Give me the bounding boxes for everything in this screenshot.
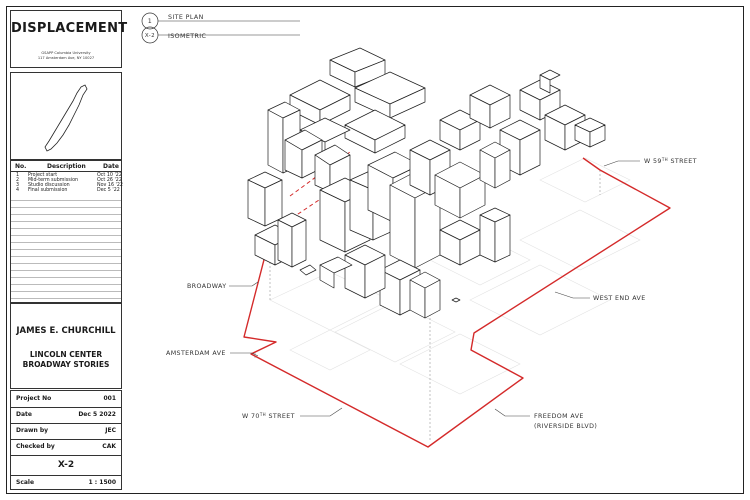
view-marker-site-plan: 1 SITE PLAN (141, 12, 300, 30)
rev-col-no: No. (15, 163, 27, 170)
rev-no: 4 (16, 188, 20, 193)
info-value: 001 (103, 395, 116, 402)
rev-no: 2 (16, 178, 20, 183)
rev-description: Mid-term submission (28, 178, 79, 183)
sheet-frame (6, 6, 744, 494)
info-key: Date (16, 411, 32, 418)
info-value: CAK (102, 443, 116, 450)
info-row-date: Date Dec 5 2022 (11, 407, 121, 424)
revision-row: 3 Studio discussion Nov 16 '22 (11, 183, 123, 188)
address-line-2: 117 Amsterdam Ave, NY 10027 (37, 56, 95, 60)
marker-id: X-2 (145, 33, 155, 39)
rev-description: Final submission (28, 188, 68, 193)
author-name: JAMES E. CHURCHILL (16, 326, 116, 336)
info-key: Project No (16, 395, 52, 402)
revision-table: No. Description Date 1 Project start Oct… (10, 160, 123, 313)
rev-description: Studio discussion (28, 183, 70, 188)
rev-date: Nov 16 '22 (97, 183, 123, 188)
label-amsterdam-ave: AMSTERDAM AVE (166, 350, 226, 357)
address-line-1: GSAPP Columbia University (41, 51, 91, 55)
building-massing (247, 47, 606, 319)
revision-row: 4 Final submission Dec 5 '22 (11, 188, 121, 193)
rev-no: 3 (16, 183, 20, 188)
rev-date: Oct 10 '22 (97, 173, 122, 178)
label-w70th-street: W 70TH STREET (242, 412, 295, 420)
info-value: Dec 5 2022 (78, 411, 116, 418)
info-row-checked-by: Checked by CAK (11, 439, 121, 456)
revision-row: 2 Mid-term submission Oct 26 '22 (11, 178, 122, 183)
rev-col-date: Date (103, 163, 119, 170)
rev-no: 1 (16, 173, 20, 178)
rev-description: Project start (28, 173, 58, 178)
project-subtitle-1: LINCOLN CENTER (29, 350, 103, 359)
rev-date: Oct 26 '22 (97, 178, 122, 183)
view-marker-isometric: X-2 ISOMETRIC (141, 26, 300, 44)
revision-row: 1 Project start Oct 10 '22 (11, 173, 122, 178)
revision-header: No. Description Date (11, 161, 121, 172)
label-riverside-blvd: (RIVERSIDE BLVD) (534, 423, 597, 430)
rev-date: Dec 5 '22 (97, 188, 120, 193)
rev-col-description: Description (47, 163, 86, 170)
marker-label: ISOMETRIC (168, 33, 207, 40)
site-boundary (243, 157, 671, 448)
project-title: DISPLACEMENT (11, 21, 128, 36)
key-map-box (10, 72, 122, 160)
label-w59th-street: W 59TH STREET (644, 157, 697, 165)
project-info-box: Project No 001 Date Dec 5 2022 Drawn by … (10, 390, 122, 490)
marker-label: SITE PLAN (168, 14, 204, 21)
project-title-box: DISPLACEMENT GSAPP Columbia University 1… (10, 10, 128, 68)
project-subtitle-2: BROADWAY STORIES (22, 360, 110, 369)
info-row-scale: Scale 1 : 1500 (11, 475, 121, 491)
title-block-sidebar: DISPLACEMENT GSAPP Columbia University 1… (10, 10, 128, 490)
info-value: 1 : 1500 (88, 479, 116, 486)
info-row-project-no: Project No 001 (11, 391, 121, 408)
manhattan-key-map (44, 84, 88, 152)
marker-id: 1 (148, 18, 152, 25)
leader-lines (229, 160, 640, 417)
sheet-code: X-2 (11, 455, 121, 476)
label-freedom-ave: FREEDOM AVE (534, 413, 584, 420)
info-value: JEC (105, 427, 116, 434)
author-box: JAMES E. CHURCHILL LINCOLN CENTER BROADW… (10, 303, 122, 389)
info-key: Drawn by (16, 427, 49, 434)
label-broadway: BROADWAY (187, 283, 226, 290)
info-key: Scale (16, 479, 35, 486)
label-west-end-ave: WEST END AVE (593, 295, 646, 302)
info-row-drawn-by: Drawn by JEC (11, 423, 121, 440)
info-key: Checked by (16, 443, 55, 450)
